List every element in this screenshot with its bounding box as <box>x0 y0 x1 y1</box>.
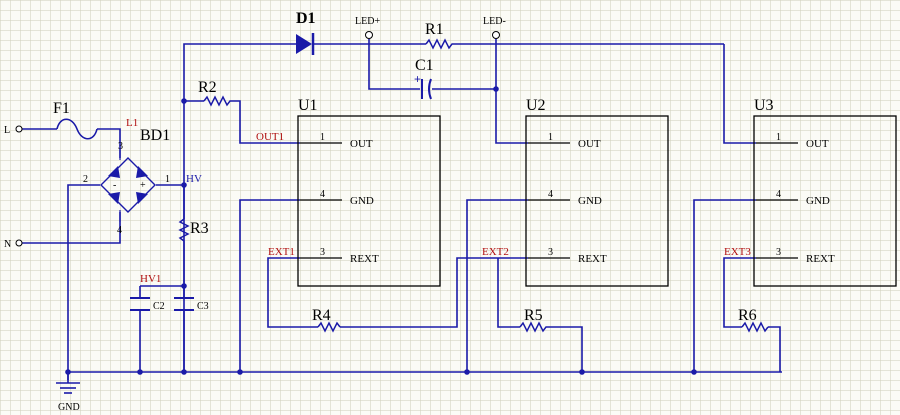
ground-symbol[interactable]: GND <box>56 372 80 413</box>
terminal-led-minus[interactable]: LED- <box>483 16 506 44</box>
f1-label: F1 <box>53 100 70 117</box>
led-plus-label: LED+ <box>355 16 380 27</box>
terminal-led-plus[interactable]: LED+ <box>355 16 380 44</box>
r1-label: R1 <box>425 21 444 38</box>
bd1-minus: - <box>113 180 116 191</box>
r4-label: R4 <box>312 307 331 324</box>
r6-label: R6 <box>738 307 757 324</box>
u1-label: U1 <box>298 97 318 114</box>
led-minus-label: LED- <box>483 16 506 27</box>
u1-rext-label: REXT <box>350 253 379 265</box>
c1-label: C1 <box>415 57 434 74</box>
r3-label: R3 <box>190 220 209 237</box>
ic-u1[interactable]: U1 1 4 3 OUT GND REXT <box>297 97 441 287</box>
u1-pin3-num: 3 <box>320 247 325 258</box>
u1-out-label: OUT <box>350 138 373 150</box>
u3-rext-label: REXT <box>806 253 835 265</box>
c3-label: C3 <box>197 301 209 312</box>
u1-pin1-num: 1 <box>320 132 325 143</box>
u1-pin4-num: 4 <box>320 189 325 200</box>
bd1-pin1: 1 <box>165 174 170 185</box>
resistor-r3[interactable]: R3 <box>178 218 209 286</box>
u1-gnd-label: GND <box>350 195 374 207</box>
d1-label: D1 <box>296 10 316 27</box>
resistor-r5[interactable]: R5 <box>519 307 548 333</box>
terminal-l[interactable]: L <box>4 125 23 136</box>
resistor-r1[interactable]: R1 <box>425 21 454 50</box>
bd1-label: BD1 <box>140 127 170 144</box>
u2-pin3-num: 3 <box>548 247 553 258</box>
r5-label: R5 <box>524 307 543 324</box>
u3-label: U3 <box>754 97 774 114</box>
net-hv: HV <box>186 173 202 185</box>
u2-out-label: OUT <box>578 138 601 150</box>
u3-pin1-num: 1 <box>776 132 781 143</box>
wires <box>22 43 782 380</box>
net-ext3: EXT3 <box>724 246 751 258</box>
net-out1: OUT1 <box>256 131 284 143</box>
r2-label: R2 <box>198 79 217 96</box>
net-l1: L1 <box>126 117 138 129</box>
junctions <box>65 86 697 375</box>
capacitor-c3[interactable]: C3 <box>174 286 209 372</box>
resistor-r6[interactable]: R6 <box>738 307 769 333</box>
bd1-pin3: 3 <box>118 141 123 152</box>
bd1-pin2: 2 <box>83 174 88 185</box>
u3-gnd-label: GND <box>806 195 830 207</box>
c2-label: C2 <box>153 301 165 312</box>
u3-out-label: OUT <box>806 138 829 150</box>
bd1-plus: + <box>140 180 146 191</box>
u2-pin1-num: 1 <box>548 132 553 143</box>
bd1-pin4: 4 <box>117 225 122 236</box>
n-input-label: N <box>4 239 11 250</box>
bridge-rectifier-bd1[interactable]: 3 4 2 1 - + BD1 <box>83 127 170 236</box>
ic-u3[interactable]: U3 1 4 3 OUT GND REXT <box>753 97 897 287</box>
resistor-r2[interactable]: R2 <box>198 79 232 107</box>
resistor-r4[interactable]: R4 <box>312 307 341 333</box>
u2-rext-label: REXT <box>578 253 607 265</box>
u2-gnd-label: GND <box>578 195 602 207</box>
u3-pin3-num: 3 <box>776 247 781 258</box>
net-hv1: HV1 <box>140 273 161 285</box>
fuse-f1[interactable]: F1 <box>53 100 98 140</box>
capacitor-c1[interactable]: + C1 <box>414 57 434 100</box>
l-input-label: L <box>4 125 10 136</box>
capacitor-c2[interactable]: C2 <box>130 297 165 312</box>
net-ext2: EXT2 <box>482 246 509 258</box>
c1-polarity: + <box>414 72 421 86</box>
u2-label: U2 <box>526 97 546 114</box>
gnd-label: GND <box>58 402 80 413</box>
u3-pin4-num: 4 <box>776 189 781 200</box>
terminal-n[interactable]: N <box>4 239 23 250</box>
diode-d1[interactable]: D1 <box>296 10 316 55</box>
u2-pin4-num: 4 <box>548 189 553 200</box>
net-ext1: EXT1 <box>268 246 295 258</box>
ic-u2[interactable]: U2 1 4 3 OUT GND REXT <box>525 97 669 287</box>
